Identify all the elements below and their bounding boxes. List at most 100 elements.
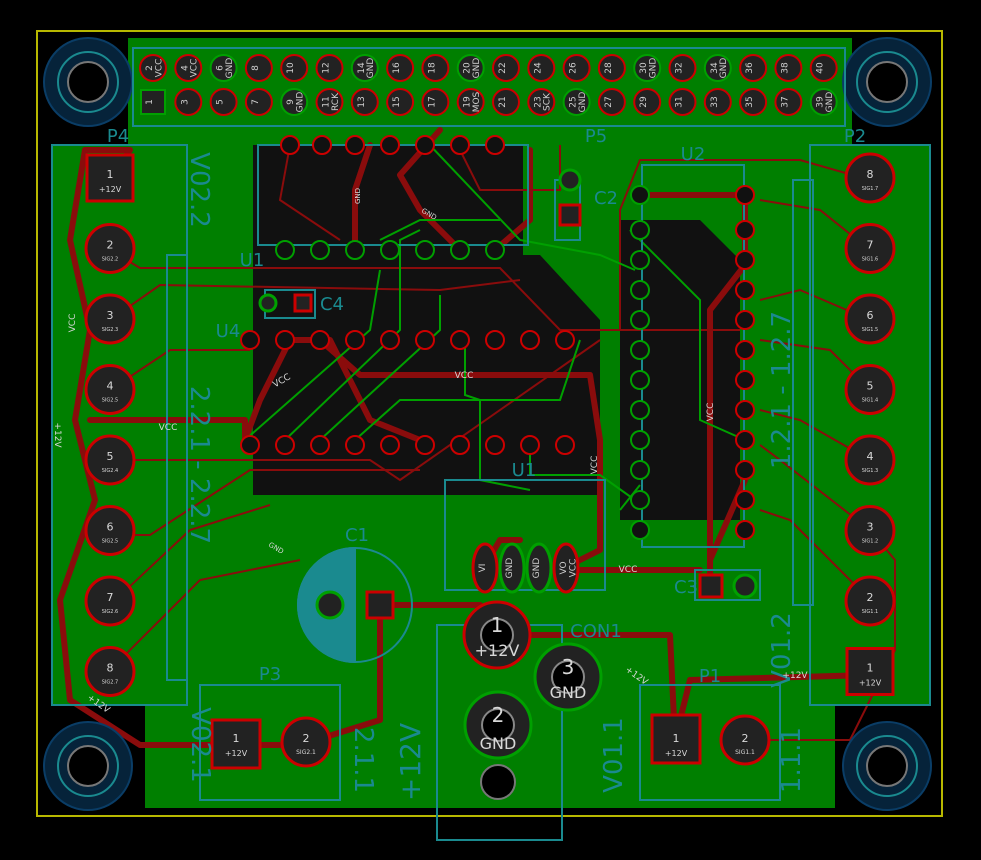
svg-text:4: 4 [867, 450, 874, 463]
p2-pin-1: 1 +12V [845, 647, 895, 696]
svg-text:2: 2 [303, 732, 310, 745]
header-pin-25: 25GND [562, 88, 591, 116]
header-pin-9: 9GND [280, 88, 309, 116]
c1-ref: C1 [345, 525, 369, 546]
svg-text:VCC: VCC [590, 456, 600, 475]
svg-text:19MOS: 19MOS [463, 91, 482, 112]
u2-ref: U2 [681, 144, 706, 165]
svg-text:21: 21 [498, 96, 508, 107]
svg-text:13: 13 [357, 96, 367, 107]
header-pin-37: 37 [774, 88, 803, 116]
side-labels: V02.2 2.2.1 - 2.2.7 1.2.1 - 1.2.7 V01.2 [184, 152, 797, 688]
svg-text:SIG2.4: SIG2.4 [102, 468, 118, 474]
svg-text:3: 3 [562, 655, 575, 679]
header-pin-33: 33 [703, 88, 732, 116]
svg-text:15: 15 [392, 96, 402, 107]
svg-text:6GND: 6GND [216, 58, 235, 79]
header-pin-2: 2VCC [139, 54, 167, 82]
svg-text:9GND: 9GND [286, 92, 305, 113]
svg-text:28: 28 [604, 62, 614, 74]
svg-text:GND: GND [505, 558, 515, 579]
svg-text:VCC: VCC [619, 565, 638, 575]
header-pin-17: 17 [421, 88, 450, 116]
svg-text:8: 8 [107, 662, 114, 675]
header-pin-31: 31 [668, 88, 697, 116]
fab-outlines [51, 144, 931, 841]
c1-pads [315, 590, 395, 620]
mounting-holes [43, 37, 932, 811]
svg-text:+12V: +12V [665, 749, 688, 758]
mounting-hole-tl [43, 37, 133, 127]
header-pin-15: 15 [386, 88, 415, 116]
svg-text:SIG1.5: SIG1.5 [862, 327, 878, 333]
header-pin-35: 35 [739, 88, 768, 116]
header-pin-8: 8 [244, 54, 273, 82]
svg-text:SIG2.6: SIG2.6 [102, 609, 118, 615]
connector-p3: 1 +12V 2 SIG2.1 P3 V02.1 2.1.1 [185, 664, 378, 793]
header-pin-13: 13 [350, 88, 379, 116]
svg-text:33: 33 [710, 96, 720, 107]
p4-ref: P4 [107, 126, 129, 147]
svg-text:1: 1 [107, 168, 114, 181]
header-pin-6: 6GND [209, 54, 238, 82]
p3-label-right: 2.1.1 [348, 727, 378, 793]
svg-text:+12V: +12V [225, 749, 248, 758]
connector-p1: 1 +12V 2 SIG1.1 P1 V01.1 1.1.1 [599, 666, 807, 793]
svg-text:1: 1 [867, 662, 874, 675]
svg-text:2: 2 [492, 703, 505, 727]
header-pin-1: 1 [140, 89, 166, 115]
connector-p4: 1+12V2SIG2.23SIG2.34SIG2.55SIG2.46SIG2.5… [84, 153, 136, 697]
con1-pin-1: 1 +12V [462, 600, 532, 670]
svg-text:+12V: +12V [859, 679, 882, 688]
svg-text:23SCK: 23SCK [533, 92, 552, 111]
ic-pads [240, 135, 755, 540]
header-pin-39: 39GND [809, 88, 838, 116]
svg-text:30GND: 30GND [639, 58, 658, 79]
p1-pin-1: 1 +12V [650, 713, 702, 765]
p5-ref: P5 [585, 126, 607, 147]
header-pin-36: 36 [739, 54, 768, 82]
u4-ref: U4 [216, 321, 241, 342]
header-pin-18: 18 [421, 54, 450, 82]
header-pin-23: 23SCK [527, 88, 556, 116]
mounting-hole-br [842, 721, 932, 811]
svg-text:7: 7 [107, 591, 114, 604]
svg-text:GND: GND [354, 188, 362, 204]
svg-text:VCC: VCC [159, 423, 178, 433]
svg-text:26: 26 [569, 62, 579, 74]
svg-text:SIG2.3: SIG2.3 [102, 327, 118, 333]
svg-text:20GND: 20GND [463, 58, 482, 79]
svg-text:VCC: VCC [68, 314, 78, 333]
svg-text:4VCC: 4VCC [180, 59, 199, 78]
svg-text:2: 2 [107, 239, 114, 252]
header-pin-20: 20GND [456, 54, 485, 82]
header-pin-14: 14GND [350, 54, 379, 82]
svg-text:6: 6 [107, 521, 114, 534]
mounting-hole-bl [43, 721, 133, 811]
svg-text:SIG2.2: SIG2.2 [102, 257, 118, 263]
svg-text:VCC: VCC [455, 371, 474, 381]
con1-label: +12V [394, 723, 427, 801]
p4-side-mid: 2.2.1 - 2.2.7 [184, 386, 214, 544]
header-pin-26: 26 [562, 54, 591, 82]
svg-text:29: 29 [639, 96, 649, 108]
con1-pin-2: 2 GND [463, 690, 533, 760]
svg-text:18: 18 [427, 62, 437, 74]
svg-text:6: 6 [867, 309, 874, 322]
svg-text:5: 5 [216, 99, 226, 105]
header-pin-38: 38 [774, 54, 803, 82]
header-pin-34: 34GND [703, 54, 732, 82]
svg-text:3: 3 [107, 309, 114, 322]
header-pin-29: 29 [633, 88, 662, 116]
svg-text:+12V: +12V [99, 185, 122, 194]
svg-text:SIG1.1: SIG1.1 [735, 749, 755, 756]
svg-text:8: 8 [867, 168, 874, 181]
svg-text:37: 37 [780, 96, 790, 107]
